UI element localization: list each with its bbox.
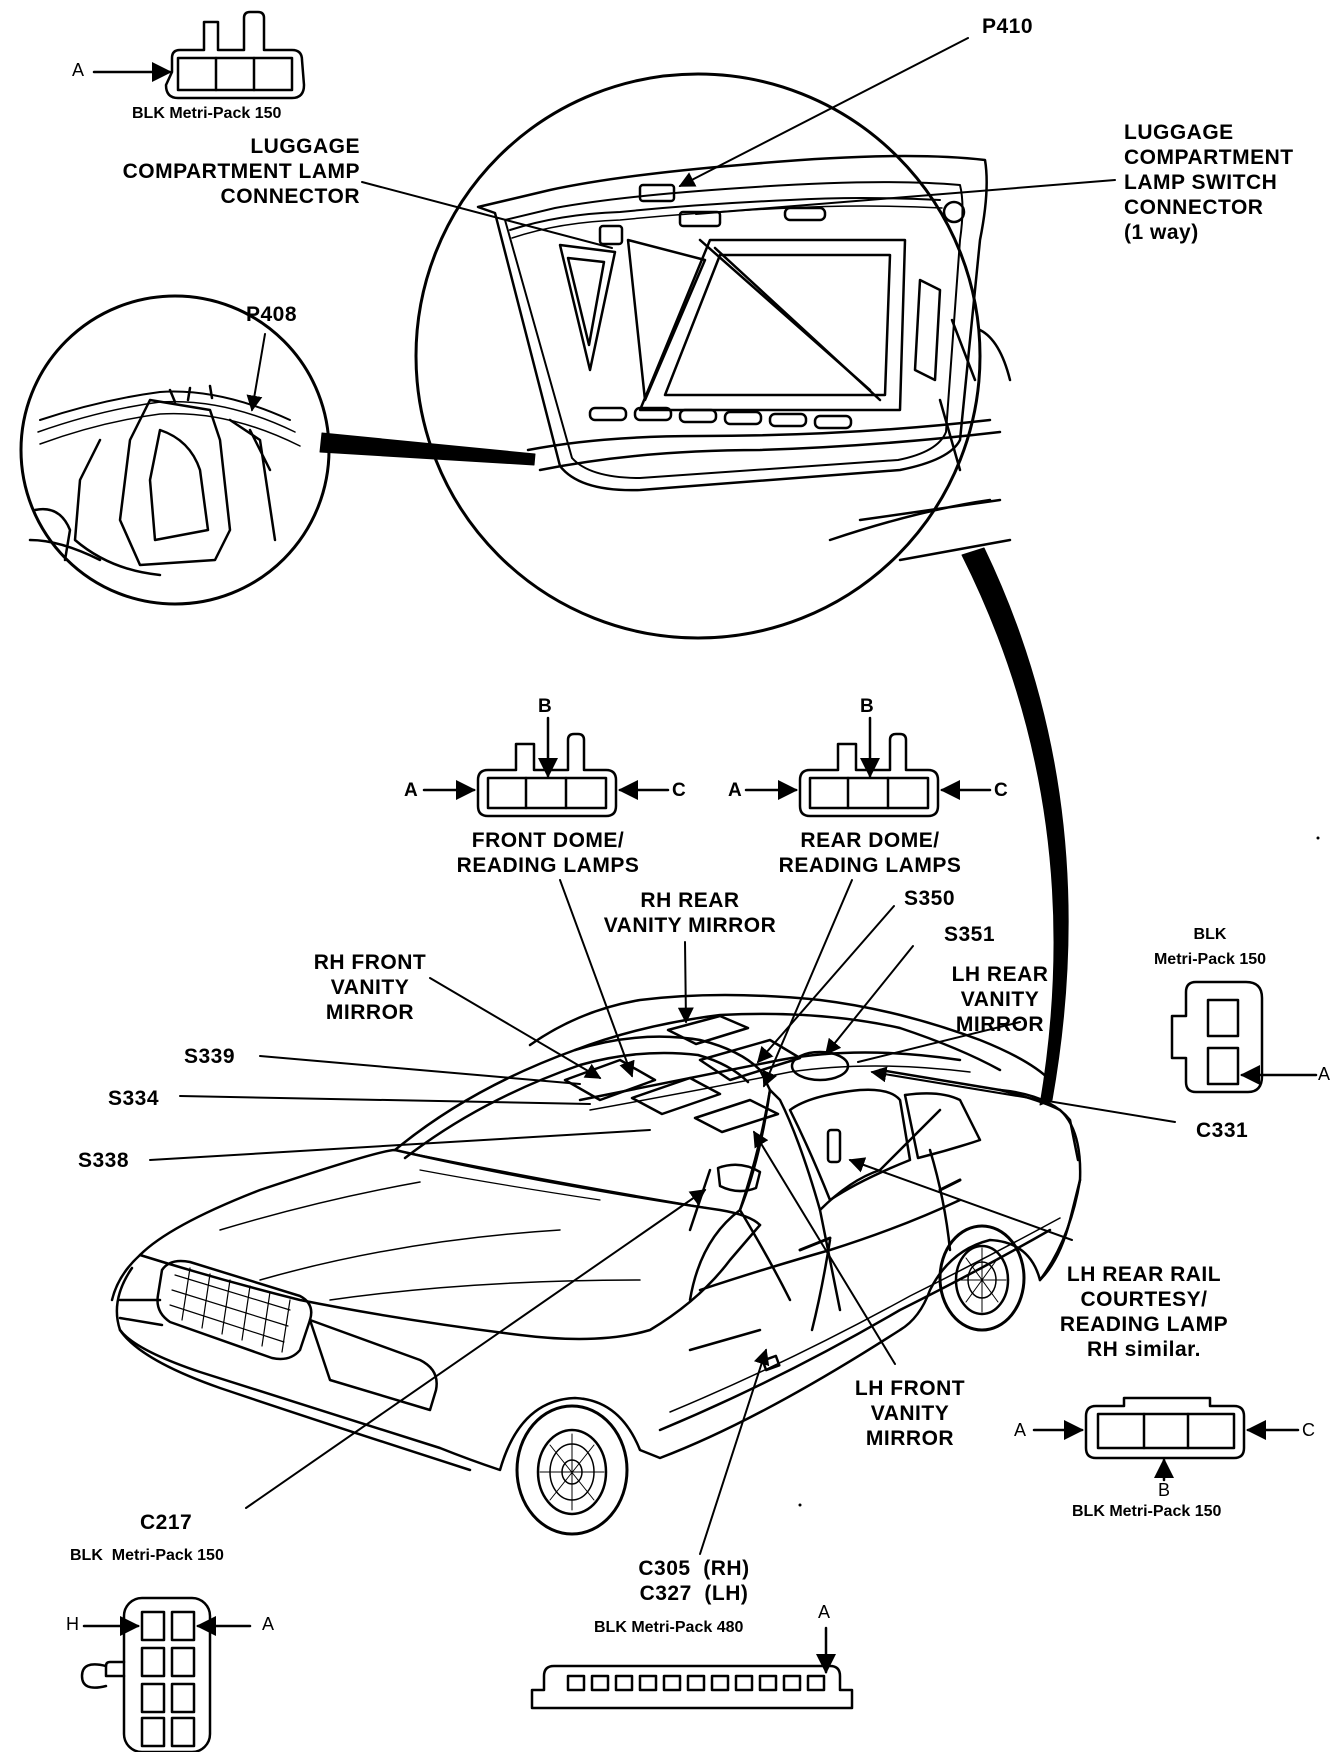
lh-front-vanity-label: LH FRONT VANITY MIRROR <box>854 1377 966 1450</box>
rh-front-vanity-label: RH FRONT VANITY MIRROR <box>313 951 427 1024</box>
p410-label: P410 <box>982 15 1034 38</box>
detail-swoosh <box>961 547 1069 1106</box>
rail-connector-name: BLK Metri-Pack 150 <box>1072 1503 1222 1520</box>
detail-connector-band <box>319 432 536 466</box>
front-dome-label: FRONT DOME/ READING LAMPS <box>456 829 640 877</box>
lh-rear-rail-label: LH REAR RAIL COURTESY/ READING LAMP RH s… <box>1059 1263 1229 1361</box>
c305-connector-name: BLK Metri-Pack 480 <box>594 1619 744 1636</box>
lh-rear-vanity-label: LH REAR VANITY MIRROR <box>951 963 1049 1036</box>
luggage-lamp-switch-connector-label: LUGGAGE COMPARTMENT LAMP SWITCH CONNECTO… <box>1124 121 1294 244</box>
c217-label: C217 <box>140 1511 193 1534</box>
s350-label: S350 <box>904 887 956 910</box>
rear-dome-pin-b: B <box>860 696 874 717</box>
trunk-detail-circle <box>414 72 1012 640</box>
c217-connector <box>80 1596 252 1752</box>
s338-label: S338 <box>78 1149 130 1172</box>
s334-label: S334 <box>108 1087 160 1110</box>
p408-detail-circle <box>19 294 331 606</box>
rear-dome-connector <box>744 716 992 818</box>
rail-pin-a: A <box>1014 1420 1027 1440</box>
rear-dome-pin-a: A <box>728 780 742 801</box>
front-dome-pin-c: C <box>672 780 686 801</box>
luggage-lamp-connector-label: LUGGAGE COMPARTMENT LAMP CONNECTOR <box>122 135 360 208</box>
car-illustration <box>110 993 1082 1536</box>
rail-pin-b: B <box>1158 1480 1171 1500</box>
front-dome-pin-a: A <box>404 780 418 801</box>
c331-label: C331 <box>1196 1119 1249 1142</box>
c331-connector-name: BLK Metri-Pack 150 <box>1153 926 1267 968</box>
rail-pin-c: C <box>1302 1420 1315 1440</box>
rear-dome-pin-c: C <box>994 780 1008 801</box>
c305-c327-label: C305 (RH) C327 (LH) <box>638 1557 750 1605</box>
c217-connector-name: BLK Metri-Pack 150 <box>70 1547 224 1564</box>
top-connector <box>92 10 306 100</box>
rear-dome-label: REAR DOME/ READING LAMPS <box>778 829 962 877</box>
c217-pin-a: A <box>262 1614 275 1634</box>
p408-label: P408 <box>246 303 298 326</box>
s351-label: S351 <box>944 923 996 946</box>
rear-rail-connector <box>1032 1396 1300 1482</box>
leader-lines <box>149 37 1176 1555</box>
c331-pin-a: A <box>1318 1064 1331 1084</box>
top-connector-pin-a: A <box>72 60 85 80</box>
c217-pin-h: H <box>66 1614 79 1634</box>
c331-connector <box>1170 980 1318 1094</box>
c305-connector <box>530 1626 854 1710</box>
front-dome-pin-b: B <box>538 696 552 717</box>
c305-pin-a: A <box>818 1602 831 1622</box>
s339-label: S339 <box>184 1045 236 1068</box>
rh-rear-vanity-label: RH REAR VANITY MIRROR <box>603 889 777 937</box>
top-connector-name: BLK Metri-Pack 150 <box>132 105 282 122</box>
front-dome-connector <box>422 716 670 818</box>
